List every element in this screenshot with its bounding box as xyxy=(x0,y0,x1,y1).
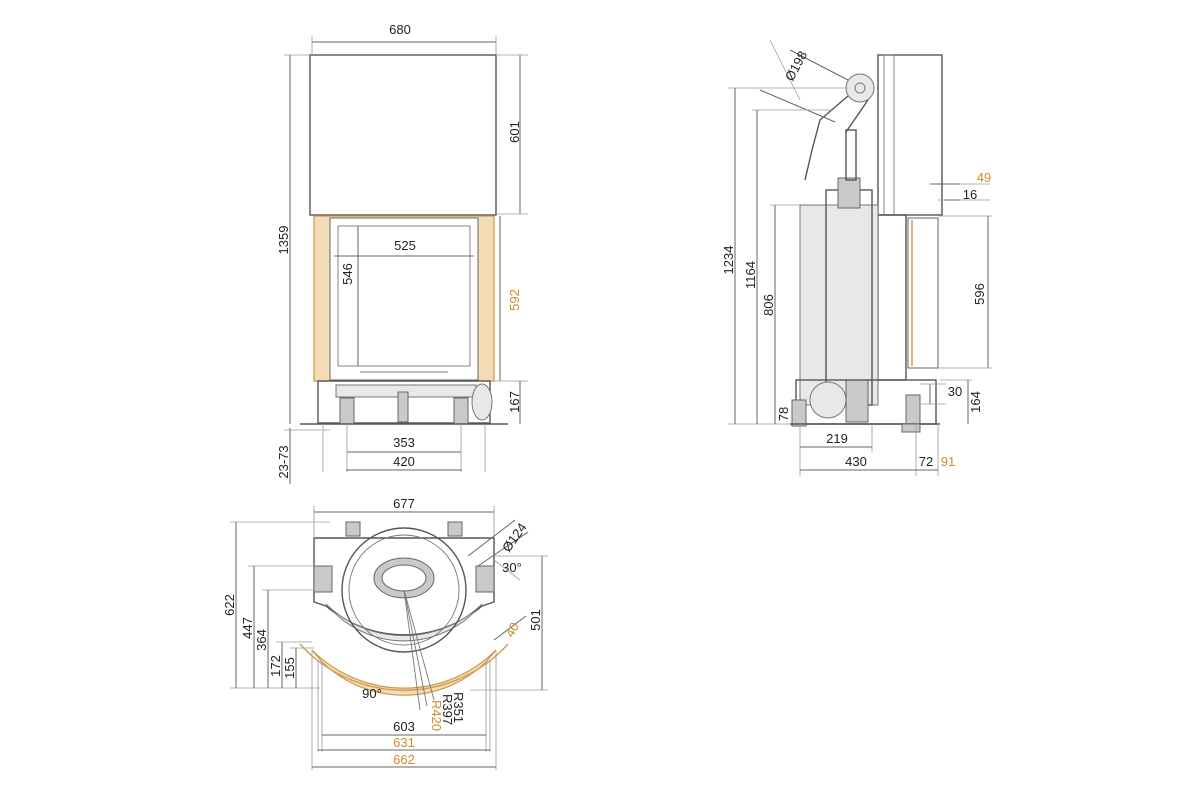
dim-430: 430 xyxy=(845,454,867,469)
glass-door xyxy=(329,217,479,381)
front-leg-right xyxy=(453,397,469,425)
dim-49: 49 xyxy=(977,170,991,185)
side-duct xyxy=(809,381,847,419)
dim-662: 662 xyxy=(393,752,415,767)
side-body xyxy=(799,204,879,406)
dim-16: 16 xyxy=(963,187,977,202)
dim-91: 91 xyxy=(941,454,955,469)
dim-d198: Ø198 xyxy=(782,48,810,83)
dim-501: 501 xyxy=(528,609,543,631)
flue-connector xyxy=(845,73,875,103)
dim-30: 30 xyxy=(948,384,962,399)
dim-1234: 1234 xyxy=(721,246,736,275)
dim-1164: 1164 xyxy=(743,261,758,289)
dim-631: 631 xyxy=(393,735,415,750)
dim-155: 155 xyxy=(282,657,297,679)
side-casing-top xyxy=(877,54,943,216)
dim-d124: Ø124 xyxy=(499,520,530,555)
dim-219: 219 xyxy=(826,431,848,446)
front-hood xyxy=(309,54,497,216)
glass-pane xyxy=(337,225,471,367)
dim-622: 622 xyxy=(222,594,237,616)
top-bracket-left xyxy=(313,565,333,593)
dim-40: 40 xyxy=(502,620,522,640)
radius-397: R397 xyxy=(440,694,455,725)
dim-364: 364 xyxy=(254,629,269,651)
dim-806: 806 xyxy=(761,294,776,316)
top-glass-arc xyxy=(311,649,497,696)
front-leg-left xyxy=(339,397,355,425)
dim-596: 596 xyxy=(972,283,987,305)
side-view: Ø198 1234 1164 806 78 49 16 596 xyxy=(721,39,992,476)
top-firebox-ring xyxy=(341,527,467,653)
dim-592: 592 xyxy=(507,289,522,311)
dim-546: 546 xyxy=(340,263,355,285)
angle-30: 30° xyxy=(502,560,522,575)
dim-172: 172 xyxy=(268,655,283,677)
dim-603: 603 xyxy=(393,719,415,734)
front-view: 680 601 525 546 592 167 1359 xyxy=(276,22,528,484)
radius-420: R420 xyxy=(429,700,444,731)
dim-420: 420 xyxy=(393,454,415,469)
front-center-support xyxy=(397,391,409,423)
side-door xyxy=(907,217,939,369)
radius-351: R351 xyxy=(451,692,466,723)
dim-525: 525 xyxy=(394,238,416,253)
dim-23-73: 23-73 xyxy=(276,445,291,478)
dim-1359: 1359 xyxy=(276,226,291,255)
dim-680: 680 xyxy=(389,22,411,37)
dim-677: 677 xyxy=(393,496,415,511)
dim-353: 353 xyxy=(393,435,415,450)
top-bracket-right xyxy=(475,565,495,593)
dim-601: 601 xyxy=(507,121,522,143)
dim-164: 164 xyxy=(968,391,983,413)
top-view: 677 Ø124 30° 622 447 364 172 155 501 40 xyxy=(222,496,548,770)
flue-pipe xyxy=(845,129,857,181)
dim-72: 72 xyxy=(919,454,933,469)
dim-78: 78 xyxy=(776,407,791,421)
dim-167: 167 xyxy=(507,391,522,413)
angle-90: 90° xyxy=(362,686,382,701)
dim-447: 447 xyxy=(240,617,255,639)
